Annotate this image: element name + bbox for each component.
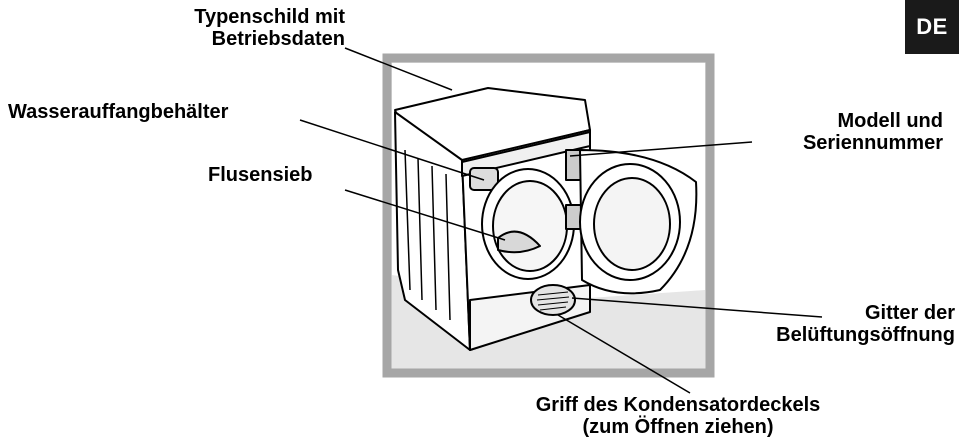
side-grooves <box>404 149 451 321</box>
leader-rating-plate <box>344 47 453 91</box>
label-condenser-handle-line1: Griff des Kondensatordeckels <box>535 394 821 416</box>
label-vent-grille-line2: Belüftungsöffnung <box>776 324 955 346</box>
leader-water-container <box>299 119 485 181</box>
leader-vent-grille <box>571 297 823 318</box>
label-vent-grille: Gitter der Belüftungsöffnung <box>720 302 955 346</box>
label-water-container-line1: Wasserauffangbehälter <box>8 101 229 123</box>
lint-filter-shape <box>497 230 541 254</box>
dryer-illustration <box>394 87 698 351</box>
leader-lines <box>299 47 823 394</box>
label-rating-plate: Typenschild mit Betriebsdaten <box>130 6 345 50</box>
label-condenser-handle: Griff des Kondensatordeckels (zum Öffnen… <box>478 394 878 438</box>
leader-condenser-handle <box>557 314 691 394</box>
label-vent-grille-line1: Gitter der <box>864 302 955 324</box>
drum-inner <box>492 180 568 272</box>
label-rating-plate-line1: Typenschild mit <box>194 6 345 28</box>
water-container-drawer <box>469 167 499 191</box>
label-model-serial-line1: Modell und <box>837 110 943 132</box>
label-condenser-handle-line2: (zum Öffnen ziehen) <box>582 416 774 438</box>
label-rating-plate-line2: Betriebsdaten <box>211 28 345 50</box>
dryer-side <box>394 111 471 351</box>
leader-model-serial <box>569 141 753 157</box>
label-lint-filter: Flusensieb <box>208 164 312 186</box>
leader-lint-filter <box>344 189 506 241</box>
label-water-container: Wasserauffangbehälter <box>8 101 228 123</box>
language-badge: DE <box>905 0 959 54</box>
label-lint-filter-line1: Flusensieb <box>208 164 313 186</box>
label-model-serial-line2: Seriennummer <box>802 132 943 154</box>
door-glass-inner <box>593 177 671 271</box>
vent-grille-slats <box>536 291 570 311</box>
control-strip <box>461 131 591 177</box>
label-model-serial: Modell und Seriennummer <box>730 110 943 154</box>
